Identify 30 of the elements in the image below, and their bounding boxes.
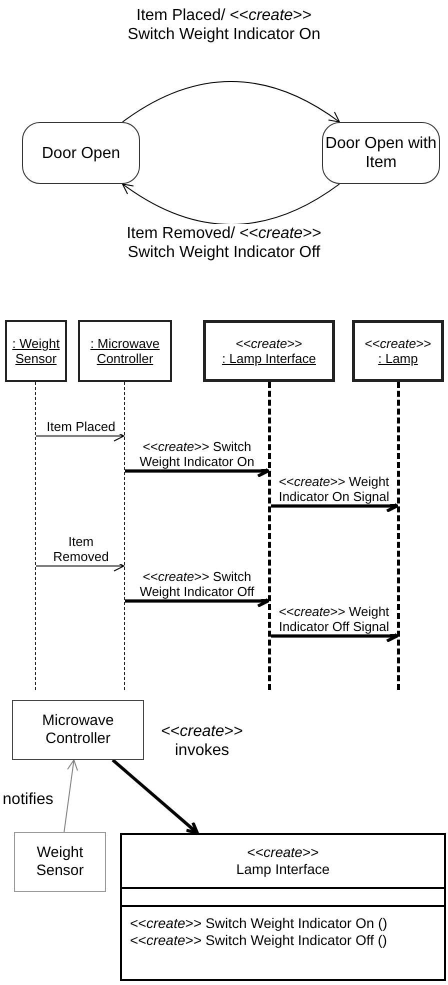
arrow [64,760,78,832]
object-name: : Microwave Controller [89,336,161,366]
lifeline [124,382,125,690]
class-name: Microwave Controller [41,712,115,748]
stereotype-label: <<create>> [247,844,319,861]
arrow [112,758,199,835]
stereotype-label: <<create>> [236,336,302,351]
arrow [122,81,340,122]
object-name: : Lamp [378,351,418,366]
state-box [322,122,440,184]
arrow [122,184,340,225]
class-box [12,700,144,760]
state-box [22,122,140,184]
state-name: Door Open with Item [324,134,438,172]
object-box [352,320,444,382]
object-box [78,320,172,382]
object-name: : Weight Sensor [11,336,61,366]
lifeline [397,382,400,690]
class-box [14,832,106,892]
class-name: Lamp Interface [236,861,330,878]
class-box [120,833,446,981]
operation-text: <<create>> Switch Weight Indicator Off () [130,932,388,949]
lifeline [35,382,36,690]
object-box [203,320,335,382]
object-box [5,320,67,382]
class-name: Weight Sensor [35,844,85,880]
state-name: Door Open [42,144,120,162]
object-name: : Lamp Interface [222,351,316,366]
stereotype-label: <<create>> [364,336,432,351]
operation-text: <<create>> Switch Weight Indicator On () [130,915,388,932]
